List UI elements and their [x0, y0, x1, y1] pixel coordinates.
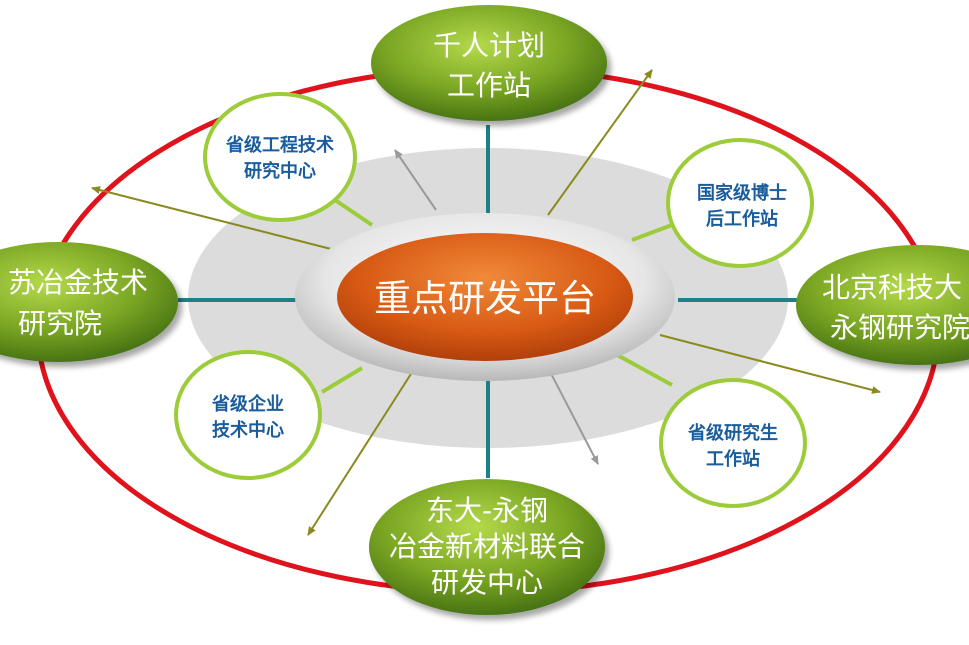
- ring-node-top-right-line-1: 国家级博士: [697, 182, 787, 204]
- node-top-line-1: 千人计划: [433, 29, 545, 62]
- connector-bottom-left: [320, 366, 364, 394]
- ring-node-bottom-right: [659, 378, 807, 508]
- node-left-line-1: 苏冶金技术: [8, 266, 148, 299]
- center-node: [337, 233, 633, 361]
- ring-node-bottom-right-line-1: 省级研究生: [687, 422, 778, 444]
- arrow-gray-bottom: [544, 361, 599, 465]
- ring-node-top-left: [203, 92, 357, 222]
- node-right-line-2: 永钢研究院: [830, 311, 969, 344]
- ring-node-bottom-right-line-2: 工作站: [706, 448, 760, 470]
- arrow-to-bottom-left: [307, 351, 426, 536]
- node-left: [0, 242, 178, 362]
- node-bottom: [369, 479, 605, 615]
- arrow-gray-top: [394, 149, 437, 211]
- ring-node-bottom-left-line-2: 技术中心: [212, 419, 284, 441]
- node-right: [796, 245, 969, 365]
- node-top: [371, 5, 607, 121]
- ring-node-bottom-left: [174, 350, 322, 480]
- arrow-to-top-right: [547, 69, 653, 216]
- center-label: 重点研发平台: [374, 277, 596, 320]
- node-bottom-line-3: 研发中心: [431, 566, 543, 599]
- ring-node-top-left-line-2: 研究中心: [244, 160, 316, 182]
- node-top-line-2: 工作站: [447, 69, 531, 102]
- arrow-to-left: [91, 186, 336, 251]
- ring-node-top-left-line-1: 省级工程技术: [225, 134, 334, 156]
- node-bottom-line-2: 冶金新材料联合: [389, 530, 585, 563]
- ring-node-top-right: [666, 138, 814, 268]
- ring-node-bottom-left-line-1: 省级企业: [211, 393, 284, 415]
- connector-top-left: [333, 198, 374, 227]
- node-right-line-1: 北京科技大: [822, 271, 962, 304]
- ring-node-top-right-line-2: 后工作站: [706, 208, 778, 230]
- arrow-to-right: [659, 334, 881, 394]
- node-left-line-2: 研究院: [18, 307, 102, 340]
- node-bottom-line-1: 东大-永钢: [426, 494, 548, 527]
